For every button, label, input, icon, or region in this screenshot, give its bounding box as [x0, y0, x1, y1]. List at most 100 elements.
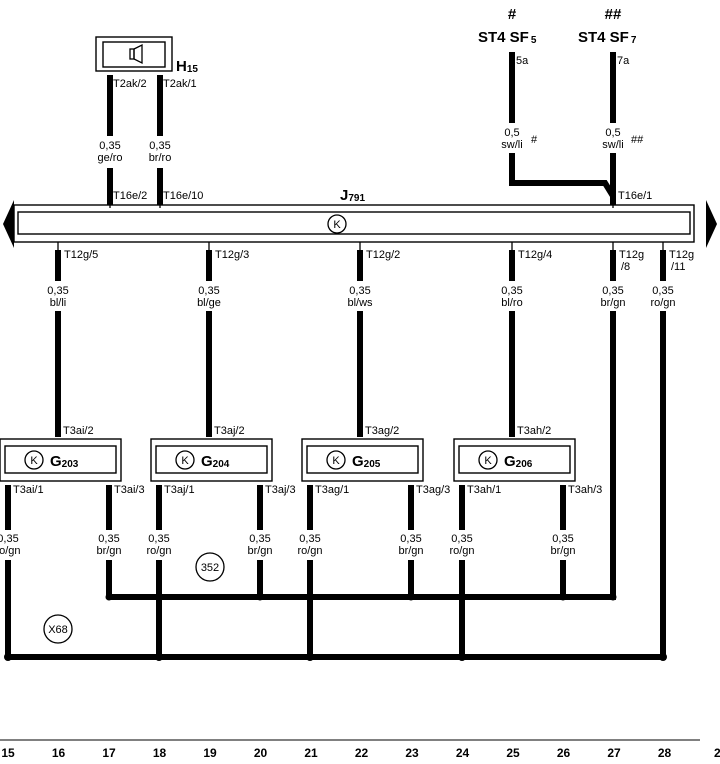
- module-pin-t16e-2: T16e/2: [113, 190, 147, 202]
- sensor-wire-g205-color: bl/ws: [347, 297, 373, 309]
- module-pin-t16e-10: T16e/10: [163, 190, 203, 202]
- sensor-k-symbol: K: [181, 455, 189, 467]
- module-pin-t12g-11-b: /11: [671, 261, 685, 273]
- column-number: 20: [254, 746, 268, 760]
- ground-x68-label: X68: [48, 624, 68, 636]
- sensor-k-symbol: K: [30, 455, 38, 467]
- sensor-left-pin: T3ah/1: [467, 484, 501, 496]
- sensor-right-wire-color: br/gn: [398, 545, 423, 557]
- column-number: 25: [506, 746, 520, 760]
- sensor-label: G203: [50, 453, 79, 470]
- sensor-top-pin: T3ag/2: [365, 425, 399, 437]
- module-pin-t12g-8-b: /8: [621, 261, 630, 273]
- sensor-inner-box: [4, 445, 117, 474]
- column-number: 18: [153, 746, 167, 760]
- sensor-right-pin: T3ai/3: [114, 484, 145, 496]
- sensor-k-symbol: K: [332, 455, 340, 467]
- sensor-top-pin: T3aj/2: [214, 425, 245, 437]
- sensor-k-symbol-icon: [326, 450, 346, 470]
- sensor-label: G204: [201, 453, 230, 470]
- fuse-sf7-wire-color: sw/li: [602, 139, 623, 151]
- sensor-k-symbol-icon: [24, 450, 44, 470]
- column-number: 26: [557, 746, 571, 760]
- module-pin-t12g-8-a: T12g: [619, 249, 644, 261]
- sensor-inner-box: [458, 445, 571, 474]
- sensor-right-wire-size: 0,35: [249, 533, 270, 545]
- horn-wire-1-size: 0,35: [99, 140, 120, 152]
- connector-352-circle-icon: [195, 552, 225, 582]
- sensor-left-pin: T3aj/1: [164, 484, 195, 496]
- sensor-top-pin: T3ah/2: [517, 425, 551, 437]
- sensor-left-wire-color: ro/gn: [297, 545, 322, 557]
- module-k-symbol: K: [333, 219, 341, 231]
- column-number: 21: [304, 746, 318, 760]
- sensor-right-wire-color: br/gn: [96, 545, 121, 557]
- sensor-left-pin: T3ai/1: [13, 484, 44, 496]
- sensor-wire-g206-color: bl/ro: [501, 297, 522, 309]
- sensor-g203: KG203T3ai/2T3ai/1T3ai/30,35ro/gn0,35br/g…: [0, 425, 145, 661]
- column-number: 15: [1, 746, 15, 760]
- column-number: 16: [52, 746, 66, 760]
- horn-pin-2: T2ak/1: [163, 78, 197, 90]
- fuse-sf7-mark: ##: [605, 6, 622, 23]
- sensor-left-wire-color: ro/gn: [146, 545, 171, 557]
- sensors-group: KG203T3ai/2T3ai/1T3ai/30,35ro/gn0,35br/g…: [0, 425, 667, 661]
- sensor-wire-g204-color: bl/ge: [197, 297, 221, 309]
- sensor-wire-g205-size: 0,35: [349, 285, 370, 297]
- sensor-right-pin: T3ah/3: [568, 484, 602, 496]
- fuse-sf5-mark: #: [508, 6, 517, 23]
- module-pin-t12g-11-a: T12g: [669, 249, 694, 261]
- sensor-left-wire-size: 0,35: [0, 533, 19, 545]
- module-inner-box: [17, 211, 691, 235]
- module-pin-t12g-5: T12g/5: [64, 249, 98, 261]
- sensor-wire-g203-color: bl/li: [50, 297, 67, 309]
- sensor-right-wire-size: 0,35: [552, 533, 573, 545]
- sensor-label: G205: [352, 453, 381, 470]
- column-number: 27: [607, 746, 621, 760]
- sensor-right-wire-color: br/gn: [550, 545, 575, 557]
- sensor-label: G206: [504, 453, 533, 470]
- sensor-left-wire-size: 0,35: [299, 533, 320, 545]
- sensor-k-symbol-icon: [478, 450, 498, 470]
- sensor-left-wire-color: ro/gn: [0, 545, 21, 557]
- ground-x68-circle-icon: [43, 614, 73, 644]
- module-pin-t12g-3: T12g/3: [215, 249, 249, 261]
- ground-wire-ro-gn-color: ro/gn: [650, 297, 675, 309]
- fuse-sf5-wire-color: sw/li: [501, 139, 522, 151]
- sensor-inner-box: [306, 445, 419, 474]
- horn-wire-1-color: ge/ro: [97, 152, 122, 164]
- fuse-sf7-wire-size: 0,5: [605, 127, 620, 139]
- connector-352-label: 352: [201, 562, 219, 574]
- fuse-sf5-note: #: [531, 134, 538, 146]
- column-edge-mark: 2: [714, 746, 720, 760]
- sensor-left-pin: T3ag/1: [315, 484, 349, 496]
- module-pin-t12g-2: T12g/2: [366, 249, 400, 261]
- sensor-top-pin: T3ai/2: [63, 425, 94, 437]
- module-k-symbol-icon: [327, 214, 347, 234]
- sensor-right-pin: T3ag/3: [416, 484, 450, 496]
- sensor-inner-box: [155, 445, 268, 474]
- connector-352: 352: [195, 552, 225, 582]
- sensor-left-wire-size: 0,35: [148, 533, 169, 545]
- horn-pin-1: T2ak/2: [113, 78, 147, 90]
- sensor-wire-g203-size: 0,35: [47, 285, 68, 297]
- module-pin-t12g-4: T12g/4: [518, 249, 552, 261]
- column-number: 22: [355, 746, 369, 760]
- column-number: 24: [456, 746, 470, 760]
- horn-h15: H15: [95, 36, 198, 75]
- ground-wire-ro-gn-size: 0,35: [652, 285, 673, 297]
- column-number: 17: [102, 746, 116, 760]
- fuse-sf7-note: ##: [631, 134, 644, 146]
- fuse-sf5-pin: 5a: [516, 55, 529, 67]
- horn-icon: [129, 43, 143, 65]
- sensor-left-wire-size: 0,35: [451, 533, 472, 545]
- horn-wire-2-size: 0,35: [149, 140, 170, 152]
- ground-wire-br-gn-color: br/gn: [600, 297, 625, 309]
- control-module-j791: J791 K: [3, 187, 717, 248]
